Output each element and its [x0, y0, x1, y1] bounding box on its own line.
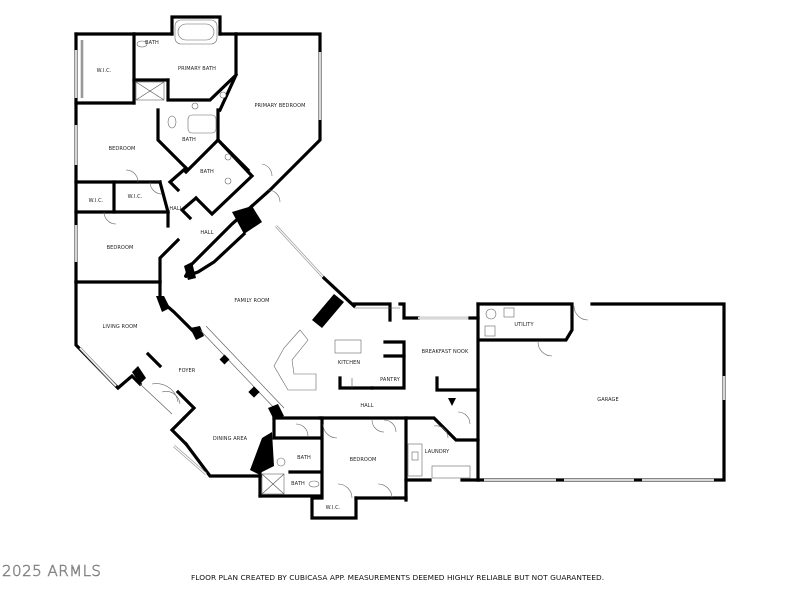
- label-bath-lower-1: BATH: [297, 455, 311, 461]
- foyer-fixtures: [139, 383, 181, 415]
- columns: [199, 325, 285, 420]
- label-primary-bedroom: PRIMARY BEDROOM: [254, 103, 305, 109]
- label-wic-mid: W.I.C.: [128, 194, 143, 200]
- label-bedroom-1: BEDROOM: [109, 146, 136, 152]
- label-hall-3: HALL: [360, 403, 373, 409]
- label-primary-bath: PRIMARY BATH: [178, 66, 216, 72]
- label-hall-2: HALL: [200, 230, 213, 236]
- garage-walls: [476, 302, 726, 482]
- label-living-room: LIVING ROOM: [102, 324, 137, 330]
- north-wing-fixtures: [103, 19, 281, 225]
- disclaimer-text: FLOOR PLAN CREATED BY CUBICASA APP. MEAS…: [191, 573, 605, 582]
- label-kitchen: KITCHEN: [338, 360, 361, 366]
- south-walls: [250, 411, 480, 520]
- label-bath-mid: BATH: [182, 137, 196, 143]
- label-pantry: PANTRY: [380, 377, 401, 383]
- label-bath-diag: BATH: [200, 169, 214, 175]
- kitchen-walls: [273, 302, 480, 406]
- label-wic-primary: W.I.C.: [97, 68, 112, 74]
- label-family-room: FAMILY ROOM: [234, 298, 269, 304]
- label-dining-area: DINING AREA: [213, 436, 248, 442]
- west-walls: [74, 280, 264, 478]
- label-foyer: FOYER: [179, 368, 196, 374]
- label-utility: UTILITY: [514, 322, 534, 328]
- label-laundry: LAUNDRY: [425, 449, 450, 455]
- label-bath-top: BATH: [145, 40, 159, 46]
- room-labels: W.I.C. BATH PRIMARY BATH PRIMARY BEDROOM…: [89, 40, 619, 511]
- north-wing-windows: [74, 40, 322, 262]
- label-bath-lower-2: BATH: [291, 481, 305, 487]
- label-breakfast-nook: BREAKFAST NOOK: [422, 349, 469, 355]
- west-windows: [79, 347, 207, 475]
- watermark: 2025 ARMLS: [2, 562, 102, 581]
- label-bedroom-2: BEDROOM: [107, 245, 134, 251]
- family-walls: [183, 225, 357, 328]
- label-wic-lower: W.I.C.: [326, 505, 341, 511]
- label-wic-left: W.I.C.: [89, 198, 104, 204]
- label-hall-1: HALL: [169, 206, 182, 212]
- north-wing-walls: [74, 15, 322, 302]
- label-bedroom-3: BEDROOM: [350, 457, 377, 463]
- label-garage: GARAGE: [597, 397, 619, 403]
